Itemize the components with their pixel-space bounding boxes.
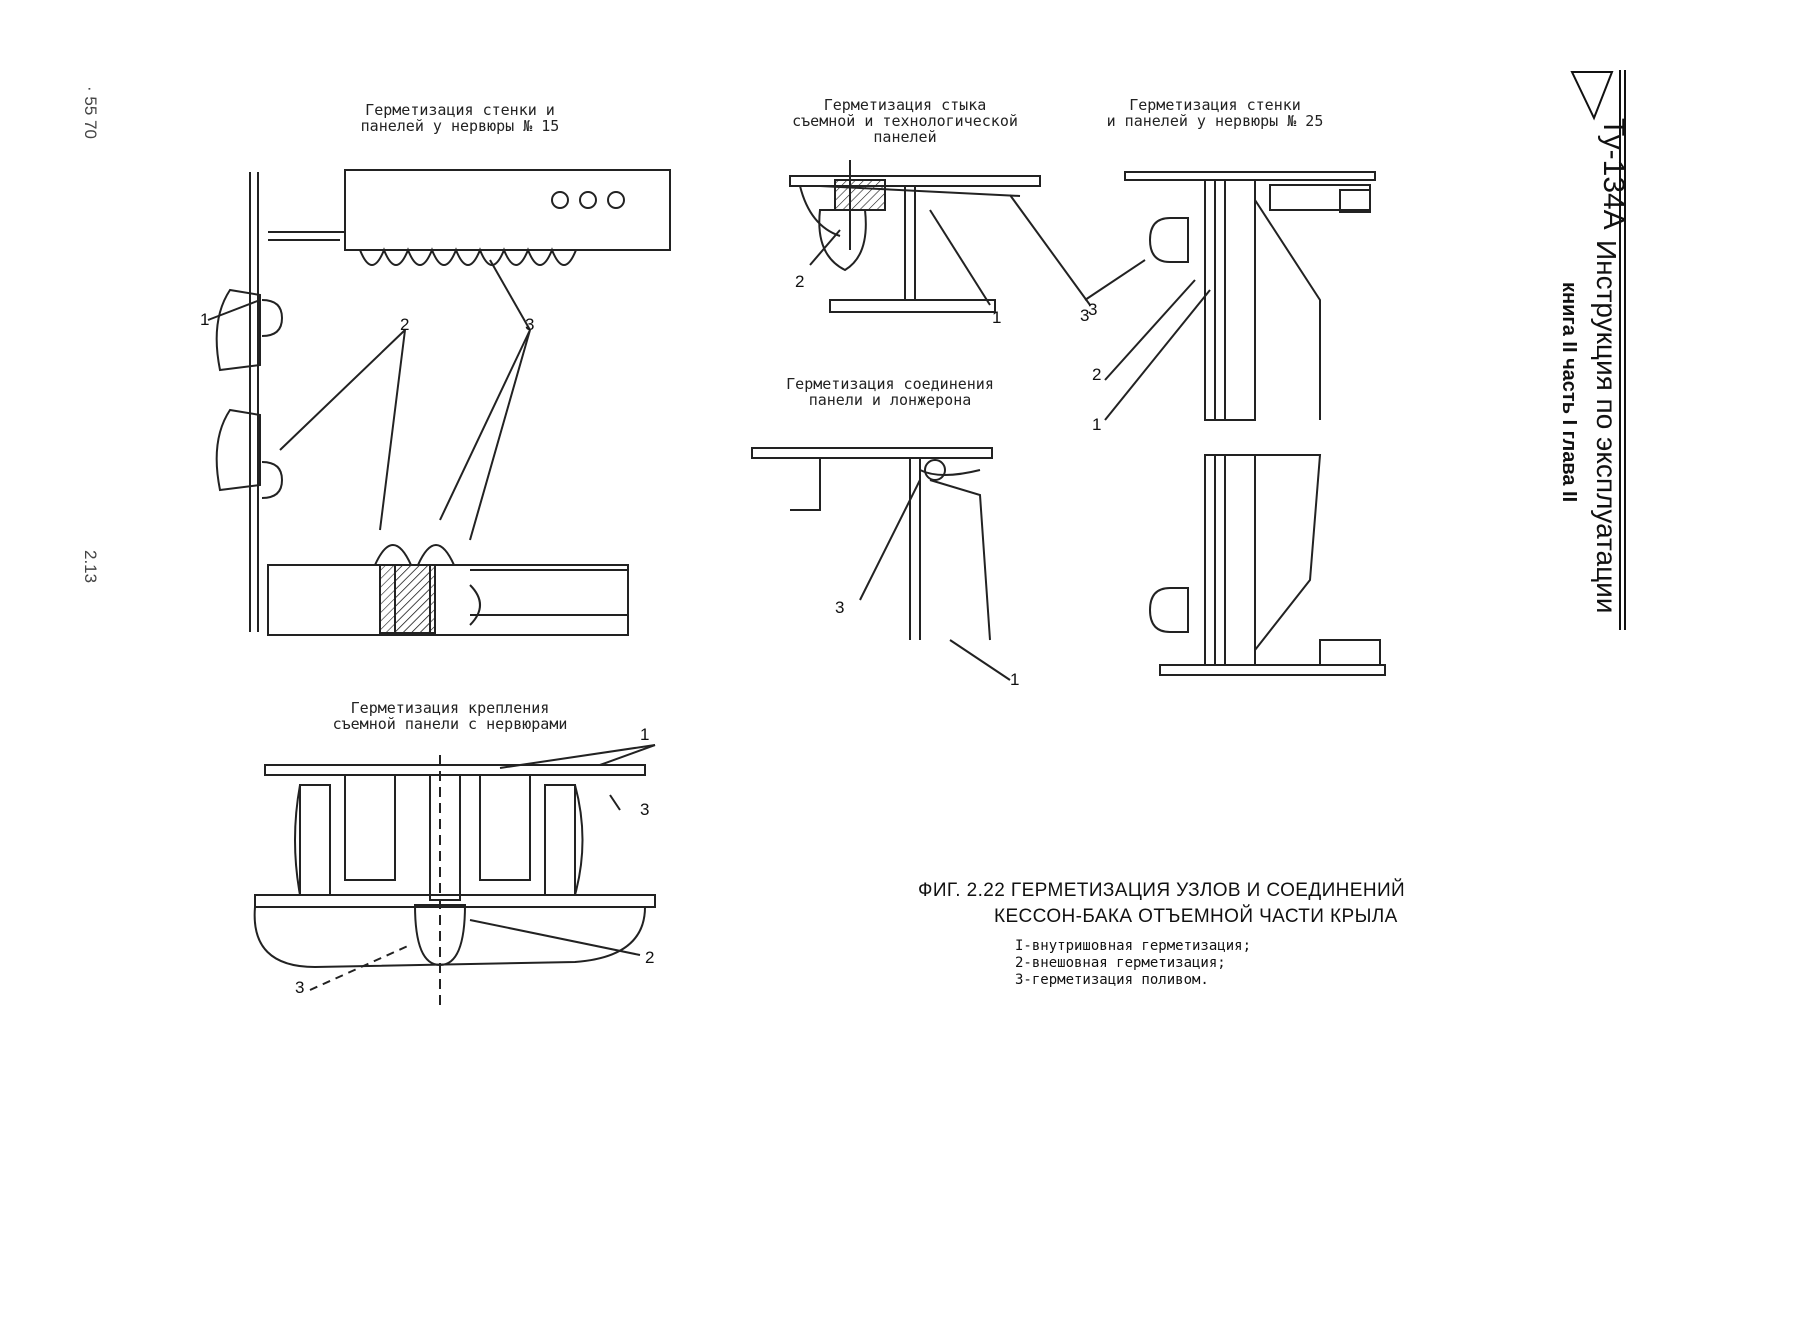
legend-item: 3-герметизация поливом. (1015, 972, 1209, 988)
drawing-rib15 (207, 169, 671, 636)
caption-rib25: Герметизация стенки и панелей у нервюры … (1106, 96, 1324, 130)
callout-3: 3 (640, 800, 650, 819)
drawing-spar (751, 447, 1011, 681)
caption-spar: Герметизация соединения панели и лонжеро… (786, 375, 994, 409)
caption-joint: Герметизация стыка съемной и технологиче… (792, 96, 1018, 146)
callout-1: 1 (992, 308, 1002, 327)
caption-removable: Герметизация крепления съемной панели с … (332, 699, 568, 733)
callout-2: 2 (1092, 365, 1102, 384)
callout-3: 3 (1080, 306, 1090, 325)
callout-2: 2 (400, 315, 410, 334)
figure-title-line2: КЕССОН-БАКА ОТЪЕМНОЙ ЧАСТИ КРЫЛА (994, 906, 1398, 927)
legend-item: I-внутришовная герметизация; (1015, 938, 1252, 954)
figure-title-line1: ФИГ. 2.22 ГЕРМЕТИЗАЦИЯ УЗЛОВ И СОЕДИНЕНИ… (918, 880, 1406, 901)
callout-1: 1 (200, 310, 210, 329)
callout-3: 3 (1088, 300, 1098, 319)
callout-1: 1 (1010, 670, 1020, 689)
callout-1: 1 (1092, 415, 1102, 434)
figure-title: ФИГ. 2.22 ГЕРМЕТИЗАЦИЯ УЗЛОВ И СОЕДИНЕНИ… (918, 878, 1438, 930)
drawing-removable (253, 744, 656, 1010)
callout-3: 3 (835, 598, 845, 617)
drawing-joint (789, 160, 1091, 313)
callout-1: 1 (640, 725, 650, 744)
legend-item: 2-внешовная герметизация; (1015, 955, 1226, 971)
callout-2: 2 (795, 272, 805, 291)
sidebar-emblem (1570, 70, 1626, 630)
callout-3: 3 (295, 978, 305, 997)
caption-rib15: Герметизация стенки и панелей у нервюры … (360, 101, 560, 135)
figure-legend: I-внутришовная герметизация; 2-внешовная… (1015, 938, 1251, 989)
callout-2: 2 (645, 948, 655, 967)
drawing-rib25 (1084, 171, 1386, 676)
callout-3: 3 (525, 315, 535, 334)
